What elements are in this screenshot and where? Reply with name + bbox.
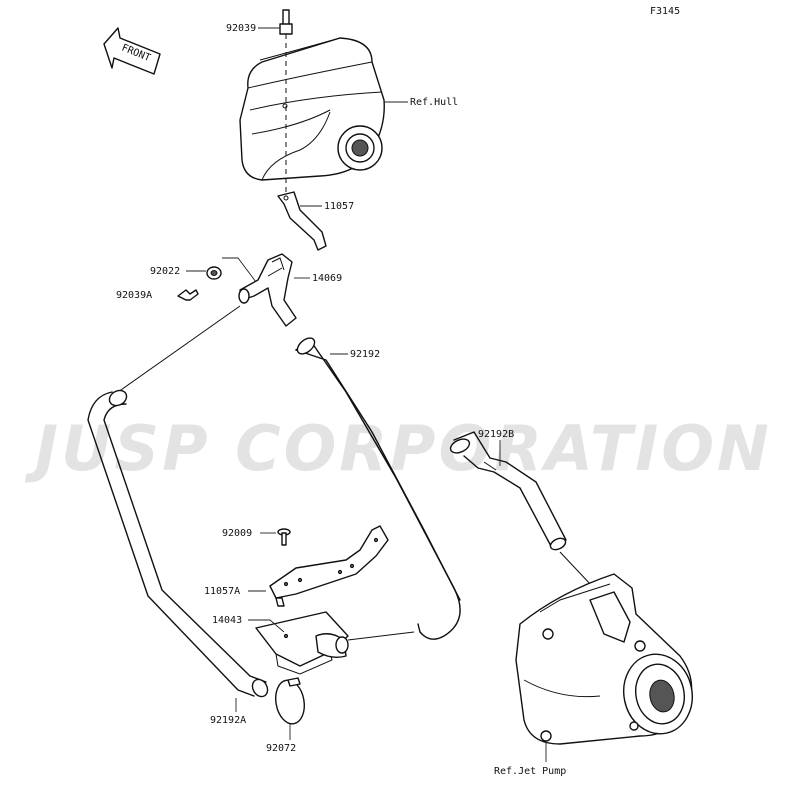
hose-92192b-drawing: [449, 431, 567, 551]
callout-92039a: 92039A: [116, 290, 152, 301]
washer-92022-icon: [206, 266, 222, 280]
jet-pump-reference-drawing: [515, 573, 693, 745]
fitting-14069-icon: [238, 253, 297, 327]
front-arrow-icon: FRONT: [103, 27, 161, 75]
bolt-92039-icon: [279, 9, 293, 35]
hull-reference-drawing: [239, 37, 385, 181]
callout-11057: 11057: [324, 201, 354, 212]
figure-code: F3145: [650, 6, 680, 17]
callout-92192: 92192: [350, 349, 380, 360]
callout-ref-jet-pump: Ref.Jet Pump: [494, 766, 566, 777]
bolt-92039a-icon: [177, 289, 199, 301]
callout-92039: 92039: [226, 23, 256, 34]
callout-92022: 92022: [150, 266, 180, 277]
hose-92192-drawing: [295, 337, 461, 640]
callout-11057a: 11057A: [204, 586, 240, 597]
plate-14043-icon: [255, 611, 349, 675]
bracket-11057-icon: [277, 191, 327, 251]
screw-92009-icon: [277, 528, 291, 546]
callout-14069: 14069: [312, 273, 342, 284]
bracket-11057a-icon: [269, 525, 389, 607]
callout-92072: 92072: [266, 743, 296, 754]
callout-92192a: 92192A: [210, 715, 246, 726]
callout-ref-hull: Ref.Hull: [410, 97, 458, 108]
callout-92192b: 92192B: [478, 429, 514, 440]
watermark-text: JUSP CORPORATION: [24, 412, 772, 485]
clamp-92072-icon: [274, 677, 306, 725]
hose-92192a-drawing: [87, 389, 269, 698]
callout-92009: 92009: [222, 528, 252, 539]
callout-14043: 14043: [212, 615, 242, 626]
